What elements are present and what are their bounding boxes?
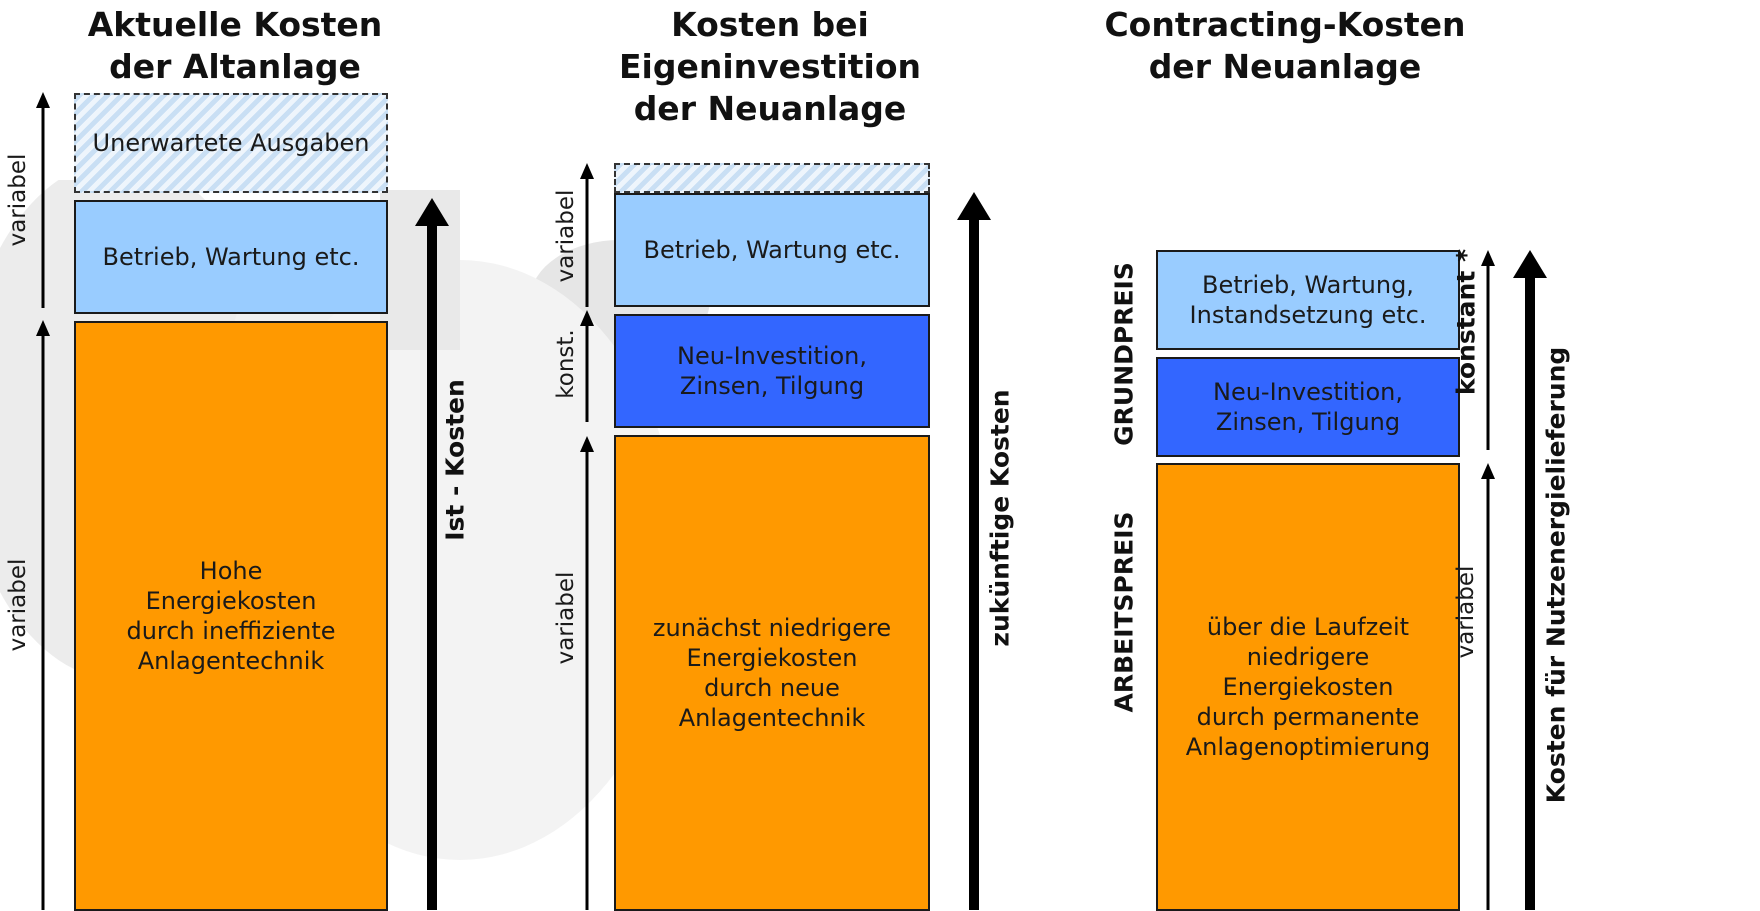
total-label-future: zukünftige Kosten bbox=[985, 389, 1015, 647]
total-arrow-current bbox=[414, 198, 450, 910]
constant-arrow bbox=[579, 310, 595, 422]
energy-costs-box: über die Laufzeit niedrigere Energiekost… bbox=[1156, 463, 1460, 911]
total-arrow-future bbox=[956, 192, 992, 910]
group-label-base-price: GRUNDPREIS bbox=[1109, 262, 1139, 446]
variable-arrow-upper bbox=[579, 163, 595, 307]
total-label-contracting: Kosten für Nutzenergielieferung bbox=[1541, 346, 1571, 804]
operation-maintenance-box: Betrieb, Wartung etc. bbox=[614, 193, 930, 307]
unexpected-expenses-box-small bbox=[614, 163, 930, 193]
side-label-variable-upper: variabel bbox=[553, 189, 579, 283]
column-title-contracting: Contracting-Kosten der Neuanlage bbox=[1104, 5, 1466, 86]
side-label-variable-lower: variabel bbox=[553, 571, 579, 665]
total-arrow-contracting bbox=[1512, 250, 1548, 910]
variable-arrow-lower bbox=[579, 436, 595, 910]
investment-box: Neu-Investition, Zinsen, Tilgung bbox=[1156, 357, 1460, 457]
operation-maintenance-box: Betrieb, Wartung etc. bbox=[74, 200, 388, 314]
column-title-current: Aktuelle Kosten der Altanlage bbox=[87, 5, 383, 86]
variable-arrow-upper bbox=[35, 92, 51, 308]
energy-costs-box: zunächst niedrigere Energiekosten durch … bbox=[614, 435, 930, 911]
side-label-constant: konst. bbox=[553, 329, 579, 399]
side-label-variable-upper: variabel bbox=[5, 153, 31, 247]
column-title-own-investment: Kosten bei Eigeninvestition der Neuanlag… bbox=[618, 5, 922, 128]
energy-costs-box: Hohe Energiekosten durch ineffiziente An… bbox=[74, 321, 388, 911]
side-label-constant: konstant * bbox=[1451, 248, 1481, 396]
variable-arrow-lower bbox=[35, 320, 51, 910]
operation-maintenance-box: Betrieb, Wartung, Instandsetzung etc. bbox=[1156, 250, 1460, 350]
side-label-variable-lower: variabel bbox=[5, 558, 31, 652]
unexpected-expenses-box: Unerwartete Ausgaben bbox=[74, 93, 388, 193]
side-label-variable: variabel bbox=[1453, 565, 1479, 659]
group-label-work-price: ARBEITSPREIS bbox=[1109, 511, 1139, 713]
investment-box: Neu-Investition, Zinsen, Tilgung bbox=[614, 314, 930, 428]
constant-arrow bbox=[1480, 250, 1496, 450]
total-label-current: Ist - Kosten bbox=[440, 379, 470, 541]
variable-arrow-lower bbox=[1480, 463, 1496, 910]
